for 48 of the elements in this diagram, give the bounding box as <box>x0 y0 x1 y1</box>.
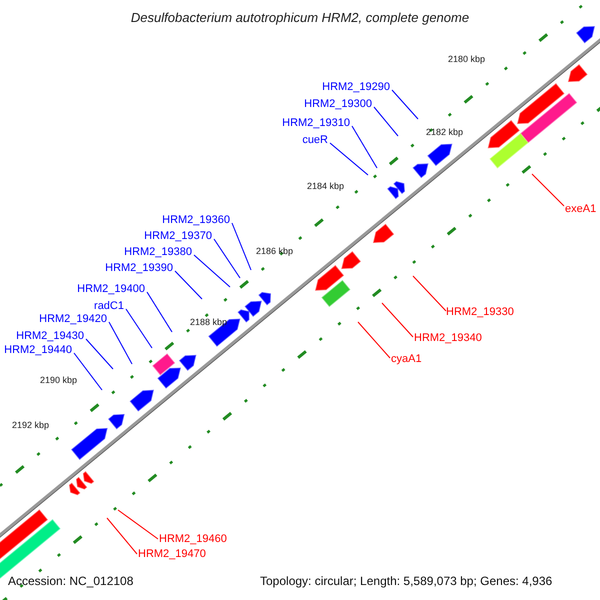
leader-line <box>352 126 378 168</box>
title: Desulfobacterium autotrophicum HRM2, complete genome <box>130 11 470 24</box>
gene-label: HRM2_19400 <box>77 284 145 295</box>
gene-label: radC1 <box>94 301 124 312</box>
scale-label: 2182 kbp <box>426 128 464 137</box>
leader-line <box>374 106 398 136</box>
gene-label: HRM2_19430 <box>16 331 84 342</box>
leader-line <box>146 292 172 332</box>
gene-label: HRM2_19380 <box>124 247 192 258</box>
gene-label: cueR <box>302 135 328 146</box>
gene-label: cyaA1 <box>391 354 422 365</box>
leader-line <box>392 90 418 120</box>
leader-line <box>106 518 138 554</box>
gene-label: HRM2_19420 <box>39 314 107 325</box>
scale-label: 2188 kbp <box>190 318 228 327</box>
leader-line <box>412 276 446 312</box>
gene-label: exeA1 <box>565 204 596 215</box>
scale-label: 2184 kbp <box>307 182 344 191</box>
gene-label: HRM2_19360 <box>162 215 230 226</box>
accession-text: Accession: NC_012108 <box>8 575 134 587</box>
genome-summary-text: Topology: circular; Length: 5,589,073 bp; Genes: 4,936 <box>260 575 552 587</box>
scale-label: 2180 kbp <box>448 55 486 64</box>
leader-line <box>214 238 240 278</box>
scale-label: 2186 kbp <box>256 247 294 256</box>
leader-line <box>358 322 390 358</box>
gene-label: HRM2_19340 <box>414 333 482 344</box>
leader-line <box>330 142 368 176</box>
gene-label: HRM2_19370 <box>144 231 212 242</box>
leader-line <box>382 302 414 338</box>
leader-line <box>86 338 114 370</box>
gene-label: HRM2_19470 <box>138 549 206 560</box>
leader-line <box>126 308 152 348</box>
gene-label: HRM2_19440 <box>4 345 72 356</box>
gene-label: HRM2_19290 <box>322 82 390 93</box>
gene-label: HRM2_19300 <box>304 99 372 110</box>
leader-line <box>118 510 158 540</box>
scale-label: 2190 kbp <box>40 376 78 385</box>
leader-line <box>74 352 102 390</box>
leader-line <box>194 254 230 288</box>
leader-line <box>108 322 132 364</box>
leader-line <box>174 270 202 300</box>
leader-line <box>232 222 252 270</box>
scale-label: 2192 kbp <box>12 421 50 430</box>
gene-label: HRM2_19460 <box>159 534 227 545</box>
gene-label: HRM2_19310 <box>282 118 350 129</box>
gene-label: HRM2_19390 <box>105 263 173 274</box>
gene-label: HRM2_19330 <box>446 307 514 318</box>
leader-line <box>532 174 564 206</box>
